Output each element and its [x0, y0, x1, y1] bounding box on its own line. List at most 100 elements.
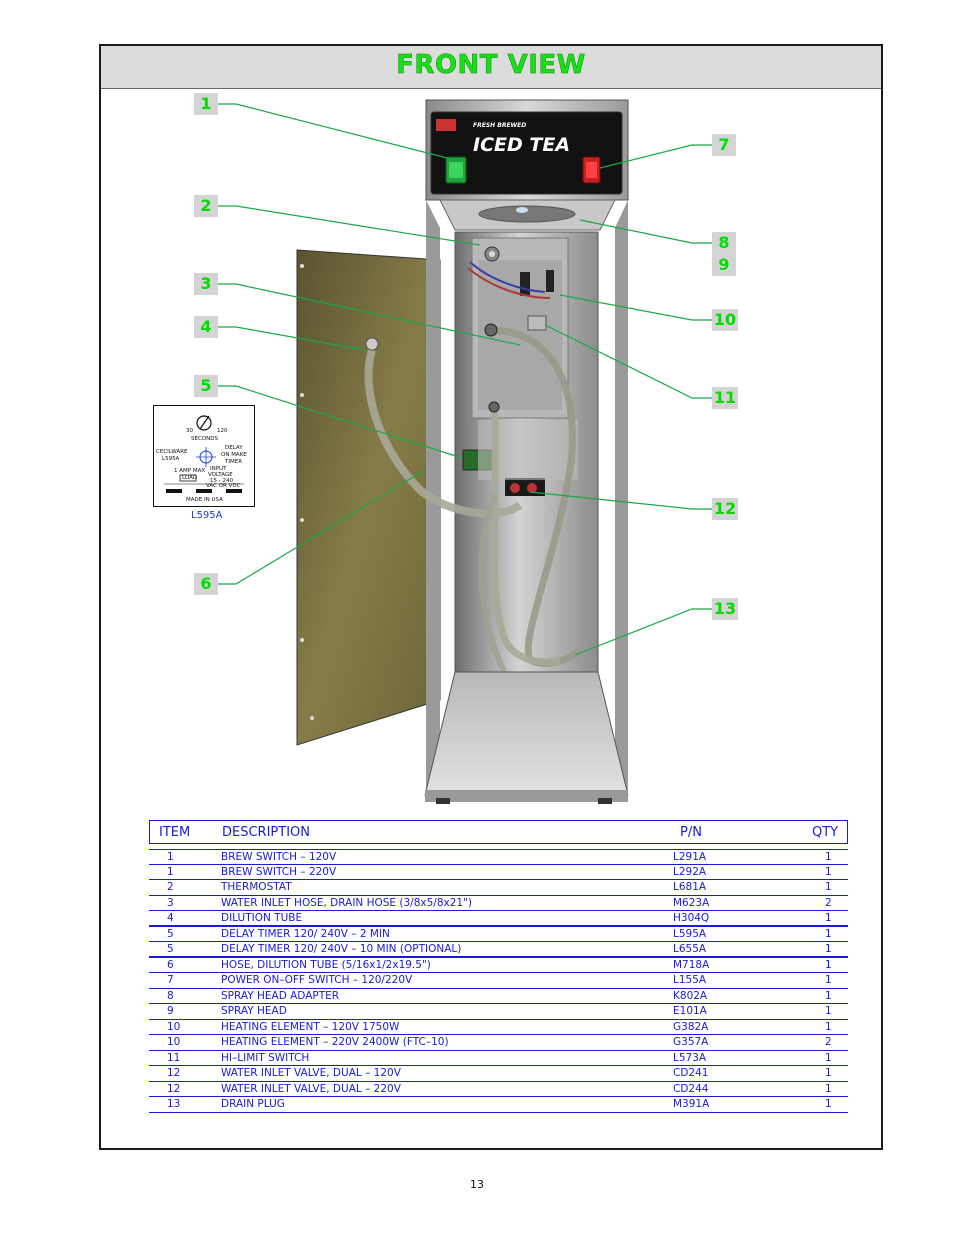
sign-text: ICED TEA	[473, 134, 570, 156]
row-qty: 2	[825, 896, 832, 909]
row-item: 5	[167, 927, 174, 940]
row-item: 11	[167, 1051, 181, 1064]
row-item: 1	[167, 851, 174, 863]
timer-amp-rating: 1 AMP MAX	[174, 468, 206, 474]
header-qty: QTY	[812, 825, 839, 840]
row-description: BREW SWITCH – 120V	[221, 851, 337, 863]
row-pn: CD244	[673, 1082, 709, 1095]
timer-model: L595A	[162, 456, 180, 462]
row-pn: H304Q	[673, 912, 710, 924]
row-item: 10	[167, 1020, 181, 1033]
row-pn: G357A	[673, 1036, 709, 1048]
row-qty: 1	[825, 1051, 832, 1064]
callout-8: 8	[712, 232, 736, 254]
timer-made-in: MADE IN USA	[186, 497, 223, 503]
row-description: WATER INLET VALVE, DUAL – 120V	[221, 1067, 401, 1079]
timer-range-low: 30	[186, 428, 193, 434]
row-description: DRAIN PLUG	[221, 1098, 285, 1110]
header-description: DESCRIPTION	[222, 825, 310, 840]
row-qty: 1	[825, 943, 832, 955]
callout-3: 3	[194, 273, 218, 295]
row-item: 6	[167, 958, 174, 971]
delay-timer-label: 30 120 SECONDS CECILWARE L595A DELAY ON …	[153, 405, 255, 507]
row-pn: G382A	[673, 1020, 709, 1033]
table-row: 1 BREW SWITCH – 220V L292A 1	[149, 865, 848, 880]
row-item: 12	[167, 1067, 181, 1079]
door-panel	[296, 249, 441, 746]
row-pn: E101A	[673, 1005, 707, 1017]
row-description: WATER INLET VALVE, DUAL – 220V	[221, 1082, 401, 1095]
timer-input-1: INPUT	[210, 466, 227, 472]
row-description: POWER ON–OFF SWITCH – 120/220V	[221, 974, 413, 986]
row-pn: L292A	[673, 865, 707, 878]
row-item: 9	[167, 1005, 174, 1017]
row-qty: 1	[825, 974, 832, 986]
title-band: FRONT VIEW	[101, 46, 881, 89]
timer-unit: SECONDS	[191, 436, 218, 442]
row-qty: 1	[825, 912, 832, 924]
table-row: 3 WATER INLET HOSE, DRAIN HOSE (3/8x5/8x2…	[149, 896, 848, 911]
parts-table-header: ITEM DESCRIPTION P/N QTY	[149, 820, 848, 844]
row-pn: M391A	[673, 1098, 710, 1110]
timer-caption: L595A	[191, 510, 223, 521]
row-item: 3	[167, 896, 174, 909]
callout-13: 13	[712, 598, 738, 620]
brand-tag: FRESH BREWED	[473, 122, 526, 129]
row-item: 12	[167, 1082, 181, 1095]
row-qty: 1	[825, 881, 832, 893]
row-item: 8	[167, 989, 174, 1002]
row-qty: 2	[825, 1036, 832, 1048]
base-tray	[424, 671, 629, 796]
timer-input-3: 15 - 240	[210, 478, 233, 484]
row-pn: M623A	[673, 896, 710, 909]
drain-hose	[490, 405, 561, 666]
timer-load: LOAD	[182, 475, 198, 481]
row-description: DELAY TIMER 120/ 240V – 10 MIN (OPTIONAL…	[221, 943, 462, 955]
callout-4: 4	[194, 316, 218, 338]
callout-2: 2	[194, 195, 218, 217]
callout-6: 6	[194, 573, 218, 595]
leader-lines	[218, 103, 712, 656]
row-qty: 1	[825, 1005, 832, 1017]
row-description: BREW SWITCH – 220V	[221, 865, 337, 878]
table-row: 5 DELAY TIMER 120/ 240V – 10 MIN (OPTIONA…	[149, 942, 848, 958]
row-pn: L655A	[673, 943, 707, 955]
row-description: DELAY TIMER 120/ 240V – 2 MIN	[221, 927, 390, 940]
row-description: DILUTION TUBE	[221, 912, 303, 924]
callout-1: 1	[194, 93, 218, 115]
timer-range-high: 120	[217, 428, 228, 434]
timer-delay-2: ON MAKE	[221, 452, 247, 458]
timer-maker: CECILWARE	[156, 449, 188, 455]
row-item: 5	[167, 943, 174, 955]
row-pn: CD241	[673, 1067, 709, 1079]
row-description: WATER INLET HOSE, DRAIN HOSE (3/8x5/8x21…	[221, 896, 473, 909]
row-pn: L681A	[673, 881, 707, 893]
callout-12: 12	[712, 498, 738, 520]
row-description: SPRAY HEAD ADAPTER	[221, 989, 340, 1002]
row-qty: 1	[825, 958, 832, 971]
row-item: 1	[167, 865, 174, 878]
row-qty: 1	[825, 927, 832, 940]
row-pn: L291A	[673, 851, 707, 863]
timer-delay-3: TIMER	[225, 459, 243, 465]
timer-input-2: VOLTAGE	[208, 472, 233, 478]
row-item: 13	[167, 1098, 181, 1110]
callout-7: 7	[712, 134, 736, 156]
row-description: THERMOSTAT	[221, 881, 292, 893]
row-qty: 1	[825, 865, 832, 878]
row-description: SPRAY HEAD	[221, 1005, 287, 1017]
callout-11: 11	[712, 387, 738, 409]
row-qty: 1	[825, 989, 832, 1002]
timer-dial-icon	[164, 415, 244, 493]
